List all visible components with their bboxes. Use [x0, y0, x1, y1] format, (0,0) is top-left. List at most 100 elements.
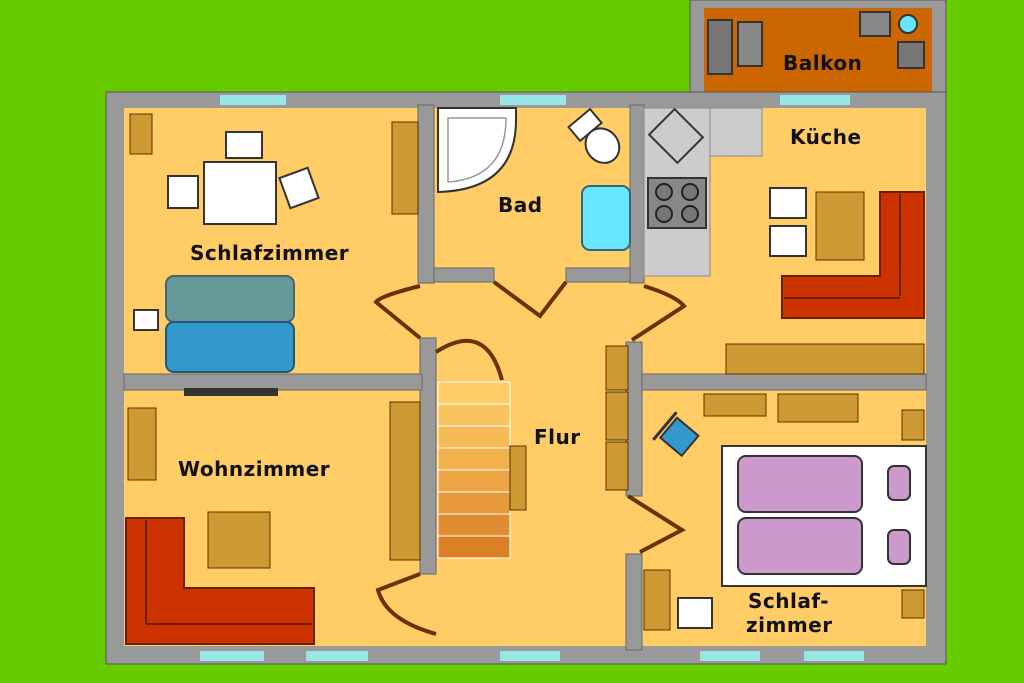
- staircase: [437, 381, 511, 559]
- coffee-table: [207, 511, 271, 569]
- windows: [200, 95, 864, 661]
- sink: [647, 107, 705, 165]
- balkon: Balkon: [689, 0, 947, 93]
- room-label-schlafzimmer-2-line2: zimmer: [746, 613, 833, 637]
- desk: [643, 569, 671, 631]
- mattress: [737, 517, 863, 575]
- shower-tray: [447, 117, 507, 183]
- stair-step: [437, 469, 511, 493]
- stair-step: [437, 381, 511, 405]
- coat-rack: [605, 441, 629, 491]
- stair-step: [437, 535, 511, 559]
- wall: [419, 337, 437, 575]
- stair-step: [437, 513, 511, 537]
- coat-rack: [605, 345, 629, 391]
- balkon-chair-top: [859, 11, 891, 37]
- window: [500, 651, 560, 661]
- chair: [769, 187, 807, 219]
- mattress: [737, 455, 863, 513]
- door-kueche: [630, 284, 687, 342]
- wall: [625, 553, 643, 651]
- room-label-flur: Flur: [534, 425, 581, 449]
- schlafzimmer-1: Schlafzimmer: [129, 113, 419, 396]
- stove: [647, 177, 707, 229]
- wall: [641, 373, 927, 391]
- corner-sofa: [125, 517, 315, 645]
- room-label-schlafzimmer-1: Schlafzimmer: [190, 241, 349, 265]
- room-label-bad: Bad: [498, 193, 543, 217]
- wall: [123, 373, 423, 391]
- chair: [278, 166, 320, 210]
- burner: [655, 183, 673, 201]
- stair-step: [437, 491, 511, 515]
- chair: [225, 131, 263, 159]
- window: [220, 95, 286, 105]
- stool: [677, 597, 713, 629]
- doors: [373, 280, 687, 636]
- room-label-kueche: Küche: [790, 125, 862, 149]
- bad: Bad: [437, 107, 631, 251]
- window: [700, 651, 760, 661]
- schlafzimmer-2: Schlaf- zimmer: [643, 393, 927, 637]
- radiator: [184, 388, 278, 396]
- bed: [165, 321, 295, 373]
- corner-bench: [781, 191, 925, 319]
- nightstand: [901, 409, 925, 441]
- room-label-wohnzimmer: Wohnzimmer: [178, 457, 330, 481]
- balkon-plant: [898, 14, 918, 34]
- pillow: [887, 529, 911, 565]
- toilet: [567, 107, 621, 164]
- toilet-bowl: [584, 127, 621, 164]
- room-label-balkon: Balkon: [783, 51, 862, 75]
- door-schlafzimmer-2: [626, 494, 687, 554]
- wardrobe: [391, 121, 419, 215]
- wohnzimmer: Wohnzimmer: [125, 401, 421, 645]
- wall: [629, 104, 645, 284]
- window: [804, 651, 864, 661]
- coat-rack: [605, 391, 629, 441]
- nightstand: [901, 589, 925, 619]
- window: [200, 651, 264, 661]
- handrail: [509, 445, 527, 511]
- shelf: [389, 401, 421, 561]
- small-table: [133, 309, 159, 331]
- nightstand: [129, 113, 153, 155]
- wall: [417, 104, 435, 284]
- bathtub: [581, 185, 631, 251]
- pillow: [887, 465, 911, 501]
- stair-step: [437, 447, 511, 471]
- chair: [769, 225, 807, 257]
- cabinet: [127, 407, 157, 481]
- dresser: [777, 393, 859, 423]
- burner: [681, 183, 699, 201]
- kueche: Küche: [643, 107, 925, 375]
- window: [500, 95, 566, 105]
- sideboard: [725, 343, 925, 375]
- counter-top: [709, 107, 763, 157]
- wall: [565, 267, 631, 283]
- flur: Flur: [437, 345, 629, 559]
- stair-step: [437, 425, 511, 449]
- dresser: [703, 393, 767, 417]
- balkon-table: [737, 21, 763, 67]
- window: [780, 95, 850, 105]
- balkon-chair-right: [897, 41, 925, 69]
- chair-seat: [658, 416, 700, 458]
- burner: [681, 205, 699, 223]
- stair-step: [437, 403, 511, 427]
- door-treppe: [434, 338, 504, 381]
- bed-cover: [165, 275, 295, 323]
- balkon-chair-left: [707, 19, 733, 75]
- burner: [655, 205, 673, 223]
- door-schlafzimmer: [373, 284, 422, 340]
- dining-table: [203, 161, 277, 225]
- room-label-schlafzimmer-2-line1: Schlaf-: [748, 589, 829, 613]
- window: [306, 651, 368, 661]
- chair-back: [652, 411, 678, 441]
- chair: [167, 175, 199, 209]
- door-bad: [492, 280, 568, 319]
- wall: [433, 267, 495, 283]
- kitchen-table: [815, 191, 865, 261]
- door-wohnzimmer: [375, 572, 437, 636]
